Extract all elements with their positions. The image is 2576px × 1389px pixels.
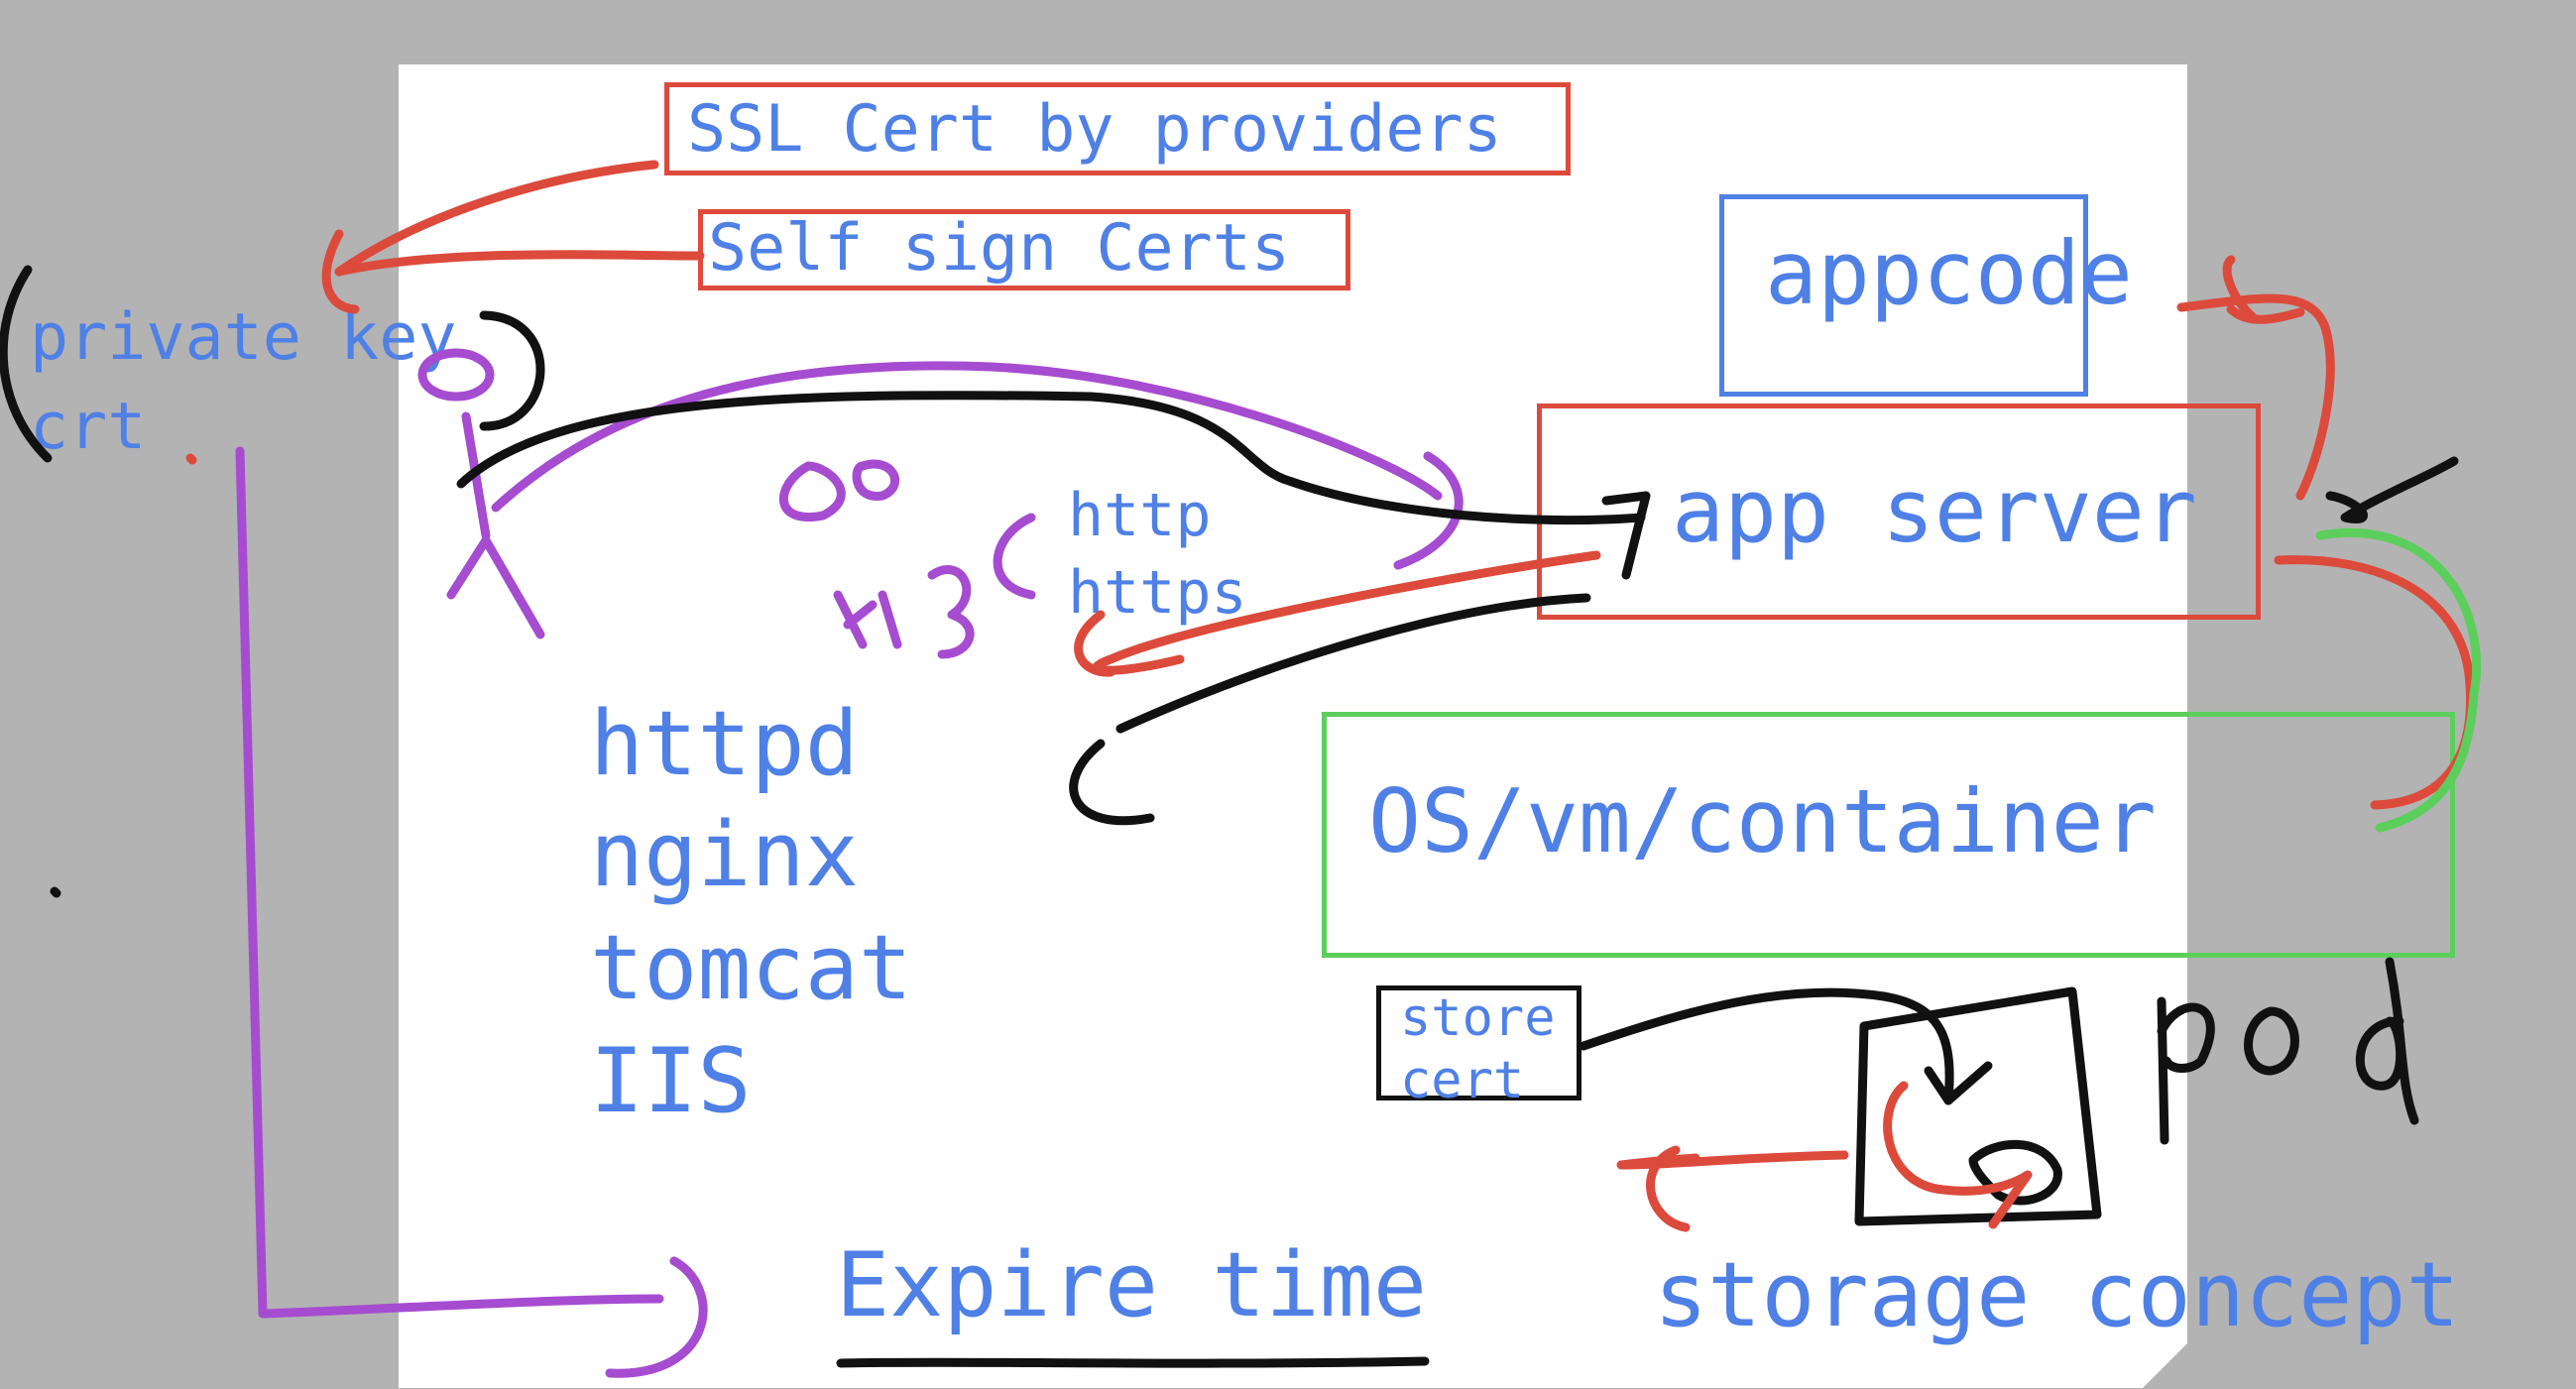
expire-time-label: Expire time bbox=[836, 1233, 1428, 1337]
app-server-label: app server bbox=[1672, 460, 2197, 562]
appcode-label: appcode bbox=[1765, 222, 2133, 324]
server-tomcat: tomcat bbox=[590, 916, 913, 1020]
crt-label: crt bbox=[30, 390, 147, 464]
server-httpd: httpd bbox=[590, 692, 859, 796]
page-curl bbox=[2142, 1343, 2187, 1389]
os-label: OS/vm/container bbox=[1368, 770, 2157, 872]
https-label: https bbox=[1068, 558, 1247, 628]
http-label: http bbox=[1068, 481, 1212, 550]
private-key-label: private key bbox=[30, 300, 457, 375]
ssl-cert-label: SSL Cert by providers bbox=[687, 92, 1502, 167]
check-stroke bbox=[2325, 456, 2459, 523]
self-sign-label: Self sign Certs bbox=[708, 211, 1290, 286]
appcode-box bbox=[1719, 194, 2088, 397]
red-dot bbox=[185, 453, 197, 465]
server-nginx: nginx bbox=[590, 803, 859, 907]
arrowhead-stroke bbox=[321, 229, 360, 314]
server-iis: IIS bbox=[590, 1029, 752, 1133]
self-sign-box bbox=[698, 209, 1350, 290]
os-box bbox=[1322, 712, 2455, 958]
ssl-cert-box bbox=[664, 82, 1571, 175]
store-cert-label: store cert bbox=[1400, 988, 1556, 1111]
black-dot bbox=[50, 886, 61, 898]
storage-concept-label: storage concept bbox=[1654, 1243, 2460, 1347]
pod-word-stroke bbox=[2157, 957, 2419, 1145]
